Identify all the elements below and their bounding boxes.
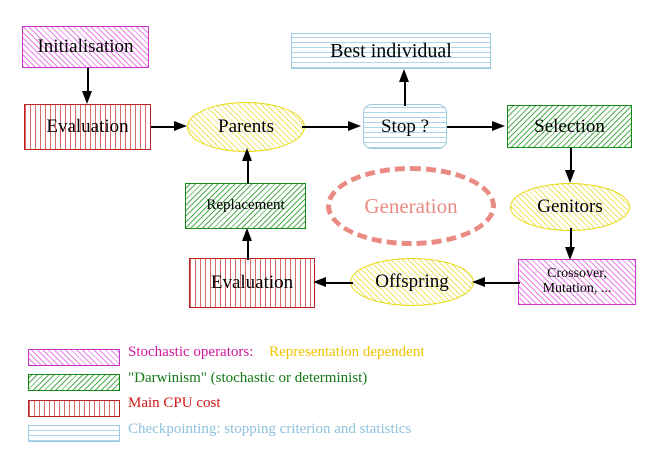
node-crossover-mutation[interactable]: Crossover, Mutation, ... xyxy=(518,259,636,305)
node-genitors-label: Genitors xyxy=(537,196,603,218)
node-replacement-label: Replacement xyxy=(206,197,285,214)
legend-label-checkpointing: Checkpointing: stopping criterion and st… xyxy=(128,421,412,437)
arrow-crossover-to-offspring xyxy=(472,277,520,288)
arrow-shaft xyxy=(325,282,353,284)
node-stop-label: Stop ? xyxy=(380,115,430,137)
node-offspring-label: Offspring xyxy=(375,271,449,293)
arrow-head-right-icon xyxy=(348,121,361,131)
legend-label-main-cpu-cost: Main CPU cost xyxy=(128,395,221,411)
legend-label-stochastic-operators: Stochastic operators: xyxy=(128,344,254,360)
node-initialisation[interactable]: Initialisation xyxy=(22,26,149,68)
arrow-shaft xyxy=(570,148,572,173)
arrow-stop-to-best-individual xyxy=(399,69,410,106)
arrow-genitors-to-crossover xyxy=(565,228,576,262)
arrow-evaluation-to-parents xyxy=(151,121,189,132)
arrow-shaft xyxy=(247,239,249,260)
arrow-shaft xyxy=(570,228,572,250)
node-parents[interactable]: Parents xyxy=(187,102,305,152)
arrow-head-up-icon xyxy=(242,148,252,161)
node-selection-label: Selection xyxy=(534,115,605,137)
legend-row-stochastic-operators: Stochastic operators: Representation dep… xyxy=(128,344,425,361)
annotation-generation-label: Generation xyxy=(364,193,458,218)
arrow-head-up-icon xyxy=(242,228,252,241)
node-offspring[interactable]: Offspring xyxy=(350,258,474,306)
node-stop[interactable]: Stop ? xyxy=(363,104,447,149)
node-crossover-mutation-label: Crossover, Mutation, ... xyxy=(542,266,612,296)
arrow-head-down-icon xyxy=(565,247,575,260)
node-evaluation-bottom[interactable]: Evaluation xyxy=(189,258,315,308)
legend-row-main-cpu-cost: Main CPU cost xyxy=(128,395,221,412)
arrow-parents-to-stop xyxy=(302,121,364,132)
node-evaluation-top-label: Evaluation xyxy=(46,116,129,138)
arrow-selection-to-genitors xyxy=(565,148,576,185)
arrow-shaft xyxy=(447,126,495,128)
arrow-head-left-icon xyxy=(313,277,326,287)
arrow-head-up-icon xyxy=(399,69,409,82)
legend-label-darwinism: "Darwinism" (stochastic or determinist) xyxy=(128,370,368,386)
node-parents-label: Parents xyxy=(218,116,274,138)
arrow-head-right-icon xyxy=(492,121,505,131)
arrow-head-right-icon xyxy=(174,121,187,131)
legend-swatch-green xyxy=(28,374,120,391)
arrow-replacement-to-parents xyxy=(242,148,253,184)
legend-label-representation-dependent: Representation dependent xyxy=(269,344,425,360)
annotation-generation-ring: Generation xyxy=(326,166,496,246)
node-selection[interactable]: Selection xyxy=(507,105,632,148)
node-best-individual[interactable]: Best individual xyxy=(291,33,491,69)
node-evaluation-top[interactable]: Evaluation xyxy=(24,104,151,150)
legend-swatch-blue xyxy=(28,425,120,442)
arrow-shaft xyxy=(87,68,89,94)
arrow-shaft xyxy=(484,282,520,284)
arrow-stop-to-selection xyxy=(447,121,508,132)
arrow-shaft xyxy=(302,126,351,128)
arrow-head-left-icon xyxy=(472,277,485,287)
legend-swatch-red xyxy=(28,400,120,417)
legend-swatch-magenta xyxy=(28,349,120,366)
node-initialisation-label: Initialisation xyxy=(37,36,134,58)
arrow-offspring-to-evaluation xyxy=(313,277,353,288)
node-best-individual-label: Best individual xyxy=(330,39,452,62)
node-replacement[interactable]: Replacement xyxy=(185,183,306,229)
arrow-initialisation-to-evaluation xyxy=(82,68,93,105)
legend-row-checkpointing: Checkpointing: stopping criterion and st… xyxy=(128,421,411,438)
node-evaluation-bottom-label: Evaluation xyxy=(210,272,294,294)
legend-row-darwinism: "Darwinism" (stochastic or determinist) xyxy=(128,370,367,387)
arrow-shaft xyxy=(247,159,249,184)
arrow-evaluation-to-replacement xyxy=(242,228,253,260)
arrow-shaft xyxy=(404,80,406,106)
node-genitors[interactable]: Genitors xyxy=(510,183,630,231)
arrow-head-down-icon xyxy=(565,170,575,183)
arrow-shaft xyxy=(151,126,177,128)
arrow-head-down-icon xyxy=(82,91,92,104)
